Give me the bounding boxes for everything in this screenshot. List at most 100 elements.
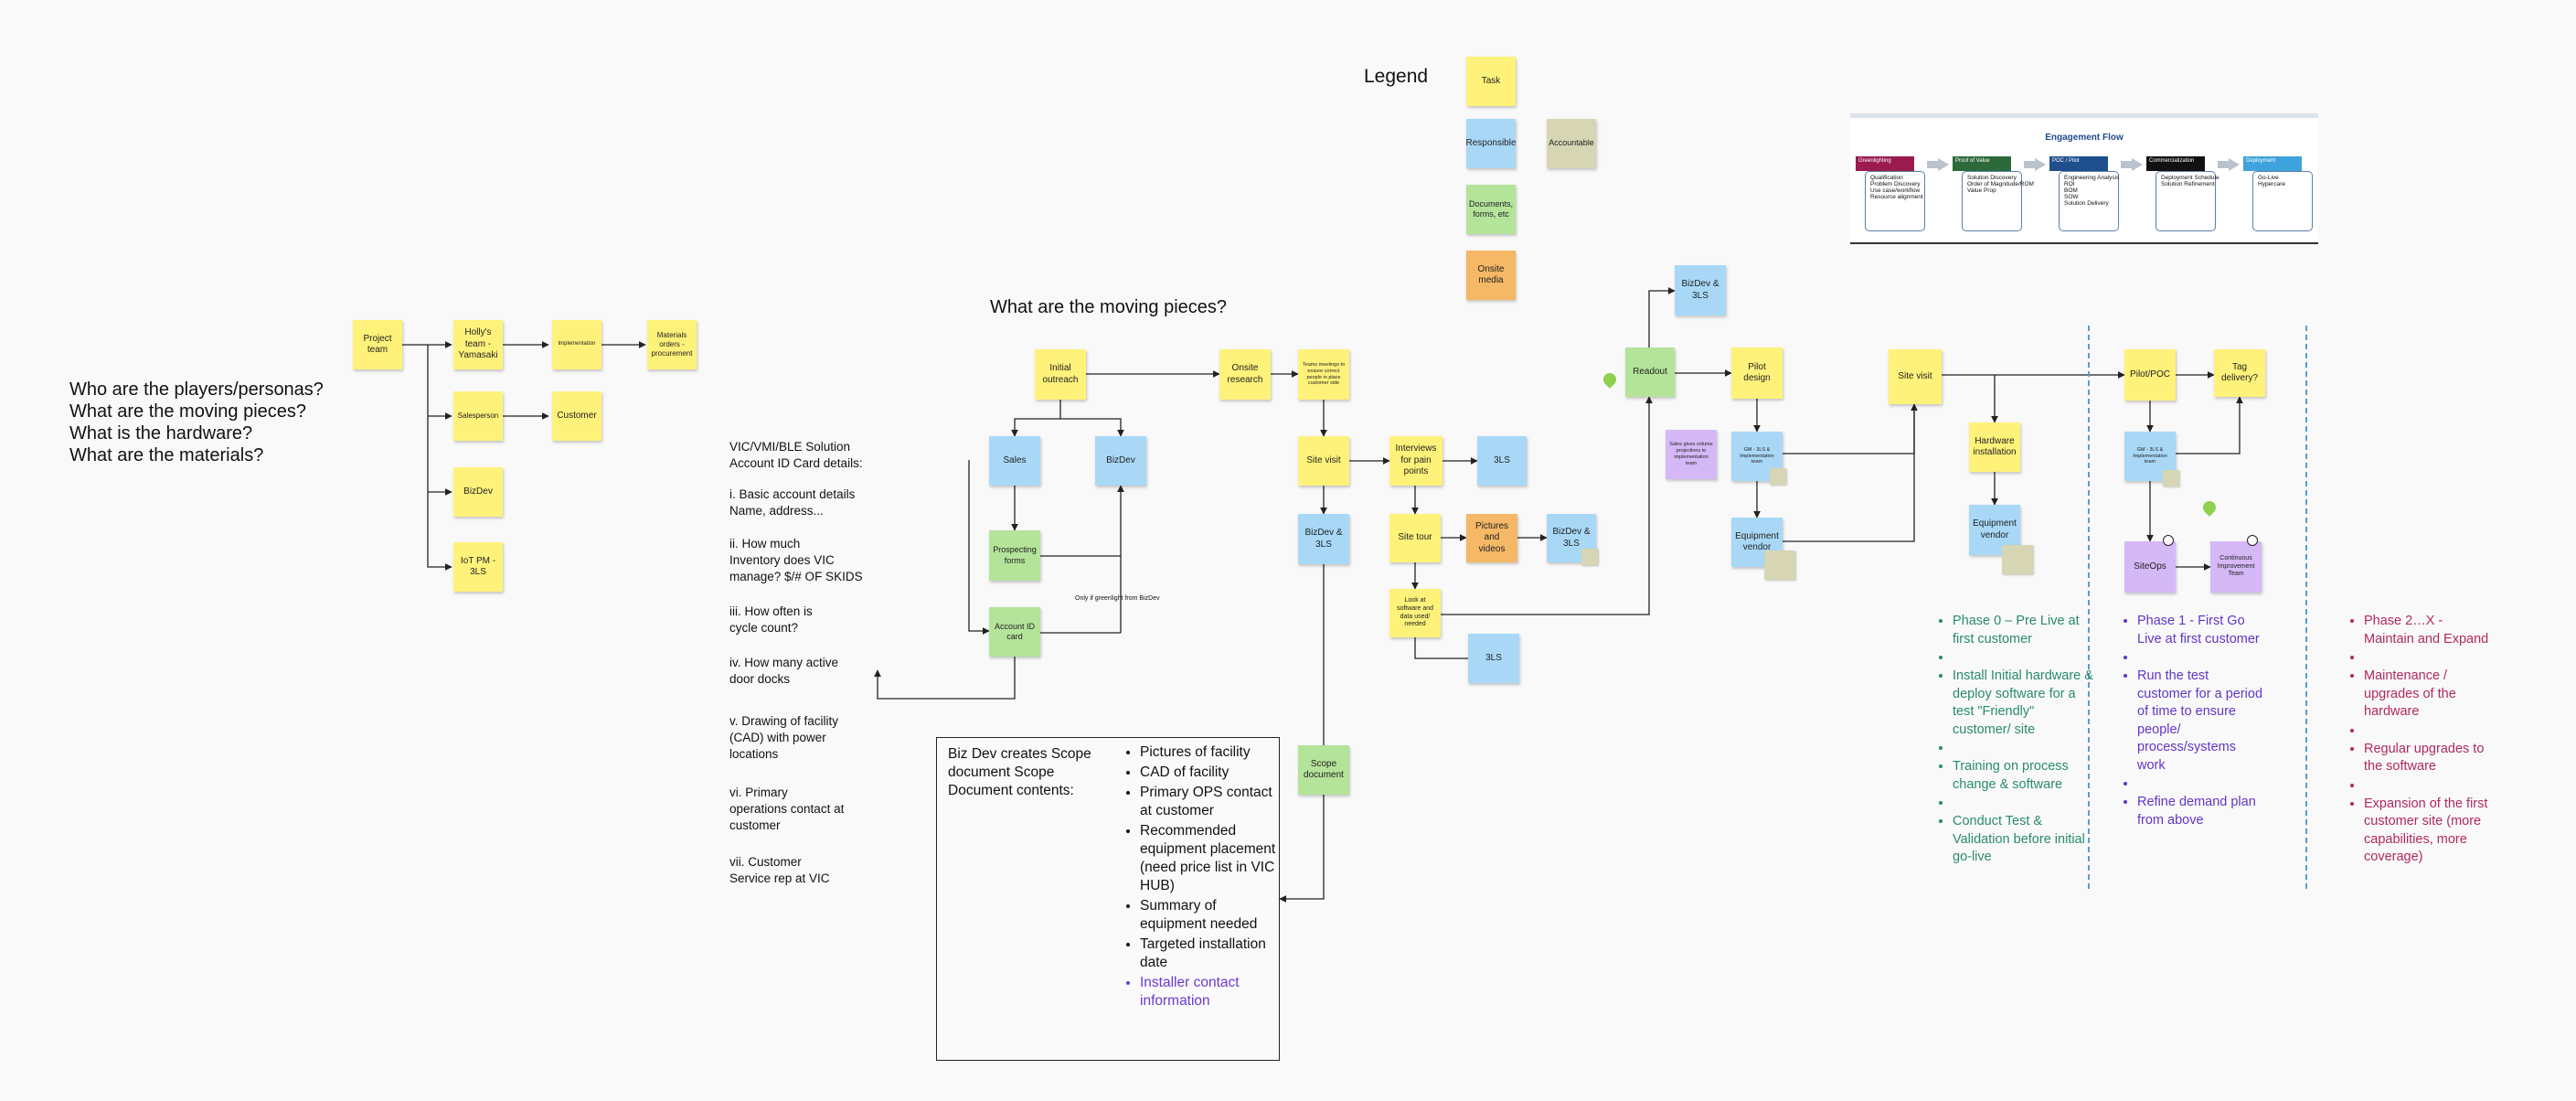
list-item: Phase 0 – Pre Live at first customer	[1953, 613, 2095, 648]
sticky-hardware-installation[interactable]: Hardware installation	[1969, 422, 2020, 472]
accountable-mini-sticky	[1581, 549, 1598, 565]
phase-divider	[2305, 326, 2307, 889]
list-item: Run the test customer for a period of ti…	[2137, 668, 2265, 775]
only-if-note: Only if greenlight from BizDev	[1075, 595, 1160, 602]
list-item-installer: Installer contact information	[1140, 974, 1286, 1010]
sticky-materials-orders[interactable]: Materials orders - procurement	[647, 320, 697, 369]
sticky-site-tour[interactable]: Site tour	[1389, 514, 1441, 562]
accountable-mini-sticky	[1770, 468, 1786, 485]
sticky-interviews[interactable]: Interviews for pain points	[1389, 436, 1442, 486]
sticky-readout[interactable]: Readout	[1625, 347, 1675, 397]
phase-divider	[2088, 326, 2090, 889]
sticky-onsite-research[interactable]: Onsite research	[1219, 349, 1271, 400]
stage-arrow-icon	[2024, 158, 2046, 171]
list-item: Phase 1 - First Go Live at first custome…	[2137, 613, 2265, 648]
list-item: Phase 2…X - Maintain and Expand	[2364, 613, 2494, 648]
sticky-3ls-software[interactable]: 3LS	[1468, 634, 1519, 683]
list-item	[2137, 775, 2265, 793]
list-item: Primary OPS contact at customer	[1140, 784, 1286, 820]
sticky-salesperson[interactable]: Salesperson	[453, 391, 503, 441]
phase-0-list: Phase 0 – Pre Live at first customer Ins…	[1938, 613, 2095, 868]
sticky-account-id-card[interactable]: Account ID card	[989, 607, 1040, 657]
scope-document-box: Biz Dev creates Scope document Scope Doc…	[936, 737, 1280, 1061]
list-item: Recommended equipment placement (need pr…	[1140, 822, 1286, 895]
accountable-mini-sticky	[2163, 470, 2179, 486]
question-hardware: What is the hardware?	[69, 423, 253, 444]
list-item: Training on process change & software	[1953, 758, 2095, 794]
stage-commercialization-items: Deployment Schedule Solution Refinement	[2156, 171, 2219, 231]
stage-arrow-icon	[2121, 158, 2143, 171]
stage-arrow-icon	[1927, 158, 1949, 171]
clock-icon	[2163, 535, 2174, 546]
list-item: CAD of facility	[1140, 764, 1286, 782]
question-list: Who are the players/personas? What are t…	[69, 379, 324, 466]
clock-icon	[2247, 535, 2258, 546]
legend-responsible: Responsible	[1465, 119, 1517, 168]
list-item	[1953, 795, 2095, 812]
list-item	[1953, 649, 2095, 667]
stage-poc-pilot: POC / Pilot	[2049, 156, 2108, 171]
legend-task: Task	[1466, 57, 1516, 106]
stage-greenlighting-items: Qualification Problem Discovery Use case…	[1865, 171, 1925, 231]
sticky-project-team[interactable]: Project team	[353, 320, 402, 369]
list-item: Regular upgrades to the software	[2364, 741, 2494, 776]
sticky-customer[interactable]: Customer	[552, 391, 601, 441]
list-item: Summary of equipment needed	[1140, 897, 1286, 934]
sticky-site-visit[interactable]: Site visit	[1298, 436, 1349, 486]
sticky-iot-pm[interactable]: IoT PM - 3LS	[453, 542, 503, 592]
legend-title: Legend	[1364, 66, 1429, 87]
sticky-bizdev[interactable]: BizDev	[1095, 436, 1146, 486]
sticky-siteops[interactable]: SiteOps	[2124, 541, 2176, 593]
vic-account-card-details: VIC/VMI/BLE Solution Account ID Card det…	[729, 440, 863, 885]
sticky-sales[interactable]: Sales	[989, 436, 1040, 486]
stage-poc-items: Engineering Analysis ROI BOM SOW Solutio…	[2059, 171, 2119, 231]
sticky-pilot-design[interactable]: Pilot design	[1731, 347, 1783, 399]
sticky-teams-meetings[interactable]: Teams meetings to ensure correct people …	[1298, 349, 1349, 400]
stage-proof-items: Solution Discovery Order of Magnitude/RO…	[1962, 171, 2034, 231]
legend-documents: Documents, forms, etc	[1466, 185, 1516, 234]
sticky-hollys-team[interactable]: Holly's team - Yamasaki	[453, 320, 503, 369]
question-players: Who are the players/personas?	[69, 379, 324, 400]
sticky-bizdev-3ls[interactable]: BizDev & 3LS	[1298, 514, 1349, 564]
stage-proof-of-value: Proof of Value	[1953, 156, 2011, 171]
sticky-look-at-software[interactable]: Look at software and data used/ needed	[1389, 589, 1441, 637]
list-item	[2137, 649, 2265, 667]
sticky-initial-outreach[interactable]: Initial outreach	[1035, 349, 1086, 400]
sticky-sales-gives-volume[interactable]: Sales gives volume projections to implem…	[1666, 430, 1717, 479]
sticky-implementation[interactable]: Implementation	[552, 320, 601, 369]
legend-accountable: Accountable	[1547, 119, 1596, 168]
list-item: Conduct Test & Validation before initial…	[1953, 813, 2095, 867]
stage-commercialization: Commercialization	[2146, 156, 2205, 171]
sticky-site-visit-2[interactable]: Site visit	[1889, 349, 1942, 404]
list-item: Install Initial hardware & deploy softwa…	[1953, 668, 2095, 739]
stage-deployment: Deployment	[2243, 156, 2302, 171]
list-item	[2364, 649, 2494, 667]
question-moving-pieces: What are the moving pieces?	[69, 401, 307, 422]
sticky-continuous-improvement[interactable]: Continuous Improvement Team	[2210, 541, 2262, 593]
sticky-prospecting-forms[interactable]: Prospecting forms	[989, 530, 1040, 581]
legend-onsite-media: Onsite media	[1466, 251, 1516, 300]
accountable-mini-sticky	[1764, 550, 1795, 580]
sticky-pilot-poc[interactable]: Pilot/POC	[2124, 349, 2176, 401]
engagement-flow-graphic: Engagement Flow Greenlighting Proof of V…	[1850, 113, 2318, 244]
list-item	[1953, 740, 2095, 757]
phase-1-list: Phase 1 - First Go Live at first custome…	[2123, 613, 2265, 830]
scope-title: Biz Dev creates Scope document Scope Doc…	[948, 746, 1091, 798]
list-item: Targeted installation date	[1140, 935, 1286, 972]
sticky-tag-delivery[interactable]: Tag delivery?	[2214, 349, 2265, 397]
list-item	[2364, 722, 2494, 740]
question-materials: What are the materials?	[69, 445, 264, 465]
stage-deployment-items: Go-Live Hypercare	[2252, 171, 2313, 231]
sticky-3ls-interviews[interactable]: 3LS	[1477, 436, 1527, 486]
sticky-bizdev-3ls-readout[interactable]: BizDev & 3LS	[1675, 265, 1726, 315]
accountable-mini-sticky	[2002, 545, 2033, 574]
stage-arrow-icon	[2218, 158, 2240, 171]
sticky-gm-team[interactable]: GM - 3LS & Implementation team	[1731, 432, 1783, 481]
sticky-pictures-videos[interactable]: Pictures and videos	[1466, 514, 1517, 562]
sticky-bizdev-player[interactable]: BizDev	[453, 467, 503, 517]
list-item: Pictures of facility	[1140, 743, 1286, 762]
sticky-scope-document[interactable]: Scope document	[1298, 745, 1349, 795]
list-item	[2364, 777, 2494, 795]
list-item: Expansion of the first customer site (mo…	[2364, 796, 2494, 867]
